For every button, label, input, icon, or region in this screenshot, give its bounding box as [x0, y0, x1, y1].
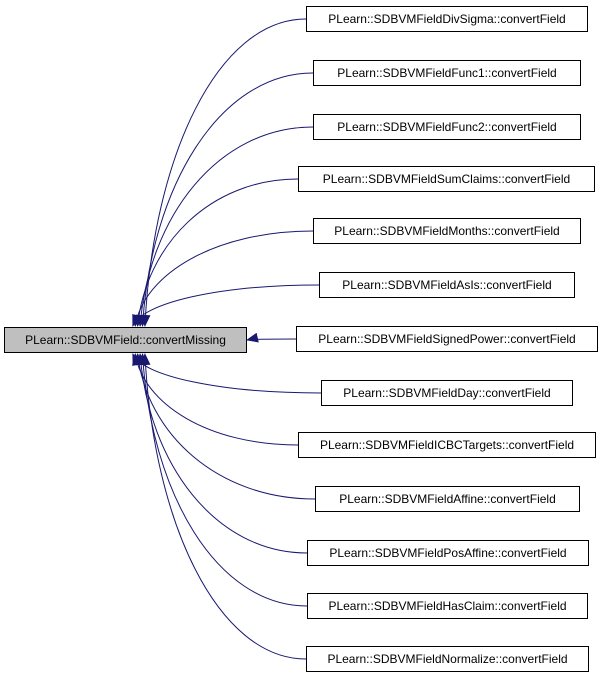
call-edge — [135, 126, 314, 327]
target-node[interactable]: PLearn::SDBVMFieldICBCTargets::convertFi… — [298, 432, 596, 458]
target-node[interactable]: PLearn::SDBVMFieldAsIs::convertField — [319, 272, 575, 298]
target-node-label: PLearn::SDBVMFieldHasClaim::convertField — [328, 599, 567, 613]
target-node-label: PLearn::SDBVMFieldICBCTargets::convertFi… — [319, 438, 575, 452]
source-node[interactable]: PLearn::SDBVMField::convertMissing — [4, 327, 247, 353]
target-node[interactable]: PLearn::SDBVMFieldDivSigma::convertField — [306, 6, 588, 32]
target-node[interactable]: PLearn::SDBVMFieldPosAffine::convertFiel… — [307, 540, 589, 566]
target-node[interactable]: PLearn::SDBVMFieldSumClaims::convertFiel… — [298, 166, 595, 192]
call-edge — [140, 353, 307, 660]
call-edge — [138, 353, 308, 607]
call-edge — [246, 332, 297, 343]
target-node-label: PLearn::SDBVMFieldSignedPower::convertFi… — [318, 332, 576, 346]
target-node[interactable]: PLearn::SDBVMFieldDay::convertField — [321, 380, 573, 406]
target-node-label: PLearn::SDBVMFieldFunc1::convertField — [337, 66, 557, 80]
target-node-label: PLearn::SDBVMFieldNormalize::convertFiel… — [327, 652, 568, 666]
target-node-label: PLearn::SDBVMFieldPosAffine::convertFiel… — [329, 546, 567, 560]
call-edge — [135, 353, 308, 554]
target-node-label: PLearn::SDBVMFieldDay::convertField — [343, 386, 551, 400]
call-edge — [132, 230, 314, 327]
target-node[interactable]: PLearn::SDBVMFieldAffine::convertField — [315, 486, 580, 512]
target-node[interactable]: PLearn::SDBVMFieldNormalize::convertFiel… — [306, 646, 589, 672]
target-node-label: PLearn::SDBVMFieldAsIs::convertField — [342, 278, 552, 292]
target-node[interactable]: PLearn::SDBVMFieldSignedPower::convertFi… — [296, 326, 598, 352]
call-edge — [132, 353, 322, 394]
target-node[interactable]: PLearn::SDBVMFieldFunc2::convertField — [313, 114, 581, 140]
target-node-label: PLearn::SDBVMFieldAffine::convertField — [339, 492, 556, 506]
target-node[interactable]: PLearn::SDBVMFieldFunc1::convertField — [313, 60, 581, 86]
target-node[interactable]: PLearn::SDBVMFieldHasClaim::convertField — [307, 593, 588, 619]
target-node-label: PLearn::SDBVMFieldFunc2::convertField — [337, 120, 557, 134]
call-edge — [138, 72, 314, 327]
call-edge — [133, 178, 299, 327]
call-edge — [140, 18, 307, 327]
target-node[interactable]: PLearn::SDBVMFieldMonths::convertField — [313, 218, 581, 244]
target-node-label: PLearn::SDBVMFieldMonths::convertField — [334, 224, 560, 238]
target-node-label: PLearn::SDBVMFieldDivSigma::convertField — [328, 12, 566, 26]
call-edge — [132, 353, 299, 446]
source-node-label: PLearn::SDBVMField::convertMissing — [25, 333, 226, 347]
call-edge — [133, 353, 316, 500]
edges — [132, 18, 322, 660]
target-node-label: PLearn::SDBVMFieldSumClaims::convertFiel… — [322, 172, 571, 186]
call-edge — [132, 284, 320, 327]
